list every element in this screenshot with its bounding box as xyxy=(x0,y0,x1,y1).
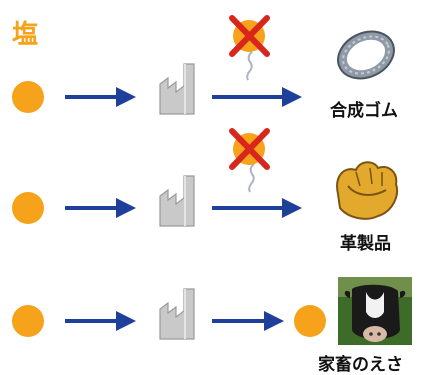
smoke-icon-2 xyxy=(248,163,255,193)
product-label-synthetic-rubber: 合成ゴム xyxy=(330,101,398,121)
product-label-leather-goods: 革製品 xyxy=(340,234,391,254)
factory-icon-2 xyxy=(159,175,195,227)
leather-glove-icon xyxy=(336,161,398,220)
salt-dot-1 xyxy=(12,81,44,113)
blocked-icon-2 xyxy=(229,128,270,170)
cow-photo xyxy=(338,277,412,345)
salt-dot-2 xyxy=(12,192,44,224)
tire-icon xyxy=(337,30,395,80)
salt-title: 塩 xyxy=(12,20,40,50)
salt-dot-3 xyxy=(12,305,44,337)
blocked-icon-1 xyxy=(229,15,270,57)
salt-dot-feed xyxy=(294,305,326,337)
smoke-icon-1 xyxy=(246,51,253,81)
factory-icon-3 xyxy=(159,288,195,340)
factory-icon-1 xyxy=(159,63,195,115)
product-label-livestock-feed: 家畜のえさ xyxy=(318,355,403,375)
